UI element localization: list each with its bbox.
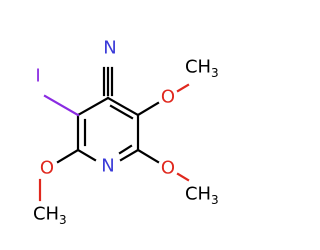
bond-c2-o	[56, 148, 80, 164]
methyl-top-right-subscript: 3	[211, 66, 219, 80]
methyl-bottom-right-subscript: 3	[211, 193, 219, 207]
ring-bond-c4-c3	[76, 96, 110, 117]
methyl-left-subscript: 3	[59, 213, 67, 227]
ring-bond-n-c2	[76, 148, 97, 162]
oxygen-top-right-label: O	[161, 87, 175, 108]
pyridine-ring	[76, 96, 140, 162]
bond-c5-o	[136, 101, 160, 117]
bond-c3-i	[43, 94, 80, 117]
oxygen-bottom-right-label: O	[161, 158, 175, 179]
oxygen-left-label: O	[40, 158, 54, 179]
ring-bond-c4-c5-inner	[109, 104, 134, 120]
iodine-label: I	[35, 66, 40, 87]
structure-canvas: N I N O O O CH 3 CH 3 CH 3	[32, 37, 219, 228]
molecule-diagram: N I N O O O CH 3 CH 3 CH 3	[33, 38, 219, 228]
methyl-left-label: CH	[33, 204, 59, 225]
methyl-bottom-right-label: CH	[185, 184, 211, 205]
methyl-top-right-label: CH	[185, 57, 211, 78]
ring-nitrogen-label: N	[101, 156, 114, 177]
ring-bond-c4-c5	[106, 96, 140, 117]
bond-o-ch3-bottom	[176, 172, 190, 182]
nitrile-triple-bond	[102, 66, 114, 97]
ring-bond-c6-n	[119, 148, 140, 162]
bond-o-ch3-top	[176, 83, 190, 93]
ring-bond-c6-n-inner	[118, 144, 133, 155]
bond-c6-o	[136, 148, 160, 164]
nitrile-nitrogen-label: N	[103, 38, 116, 59]
